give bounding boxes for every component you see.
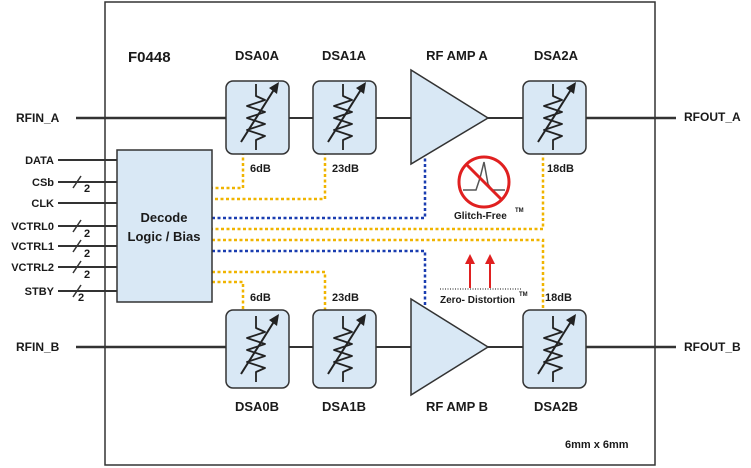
port-rfout-a: RFOUT_A xyxy=(684,110,741,124)
pin-csb: CSb xyxy=(32,177,54,189)
pin-clk: CLK xyxy=(31,198,54,210)
dsa0a-atten: 6dB xyxy=(250,163,271,175)
dsa1b-atten: 23dB xyxy=(332,292,359,304)
decode-logic-block xyxy=(116,149,213,303)
dsa0b-label: DSA0B xyxy=(235,399,279,414)
dsa0a-label: DSA0A xyxy=(235,48,280,63)
package-size: 6mm x 6mm xyxy=(565,439,629,451)
dsa1a-label: DSA1A xyxy=(322,48,367,63)
dsa1b-label: DSA1B xyxy=(322,399,366,414)
pin-vctrl1: VCTRL1 xyxy=(11,241,54,253)
port-rfin-b: RFIN_B xyxy=(16,340,60,354)
dsa1a-atten: 23dB xyxy=(332,163,359,175)
bus-width-vctrl0: 2 xyxy=(84,228,90,240)
dsa0b-atten: 6dB xyxy=(250,292,271,304)
part-number: F0448 xyxy=(128,49,171,66)
decode-label-line1: Decode xyxy=(141,210,188,225)
decode-label-line2: Logic / Bias xyxy=(128,229,201,244)
pin-data: DATA xyxy=(25,155,54,167)
control-pins xyxy=(58,159,117,298)
pin-vctrl0: VCTRL0 xyxy=(11,221,54,233)
dsa2b-atten: 18dB xyxy=(545,292,572,304)
bus-width-vctrl2: 2 xyxy=(84,269,90,281)
bias-lines-blue xyxy=(212,153,427,305)
dsa2a-label: DSA2A xyxy=(534,48,579,63)
dsa2b-label: DSA2B xyxy=(534,399,578,414)
glitch-free-label: Glitch-Free xyxy=(454,211,507,222)
bus-width-vctrl1: 2 xyxy=(84,248,90,260)
glitch-free-icon xyxy=(457,155,511,209)
rf-amp-a-label: RF AMP A xyxy=(426,48,488,63)
rf-amp-a xyxy=(410,68,490,166)
pin-stby: STBY xyxy=(25,286,55,298)
port-rfout-b: RFOUT_B xyxy=(684,340,741,354)
rf-amp-b-label: RF AMP B xyxy=(426,399,488,414)
glitch-free-tm: TM xyxy=(515,208,524,214)
port-rfin-a: RFIN_A xyxy=(16,111,60,125)
rf-amp-b xyxy=(410,297,490,397)
control-lines-yellow xyxy=(212,152,545,311)
zero-distortion-icon xyxy=(440,254,522,290)
zero-distortion-label: Zero- Distortion xyxy=(440,295,515,306)
pin-vctrl2: VCTRL2 xyxy=(11,262,54,274)
bus-width-stby-label: 2 xyxy=(78,292,84,304)
bus-width-csb: 2 xyxy=(84,183,90,195)
zero-distortion-tm: TM xyxy=(519,292,528,298)
dsa2a-atten: 18dB xyxy=(547,163,574,175)
